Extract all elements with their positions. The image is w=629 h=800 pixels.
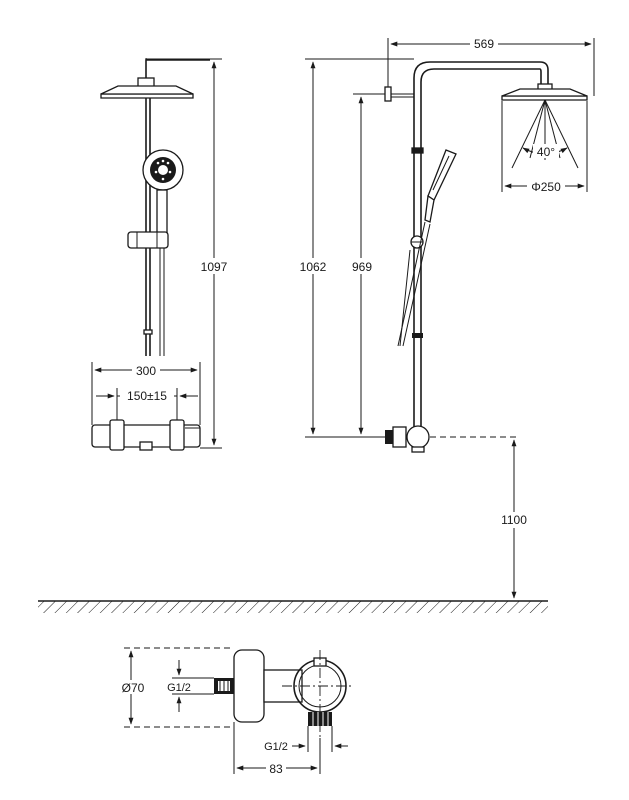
dim-spray-angle: 40° (537, 145, 555, 159)
floor (38, 600, 548, 613)
front-shower-head (100, 77, 194, 99)
detail-view: Ø70 G1/2 G1/2 83 (118, 647, 354, 776)
side-hand-shower (424, 149, 457, 223)
dim-inlet-thread: G1/2 (167, 682, 191, 694)
dim-head-diameter: Φ250 (531, 180, 561, 194)
side-mixer (385, 425, 430, 453)
dim-body-diameter: Ø70 (122, 681, 145, 695)
dim-front-width: 300 (136, 364, 156, 378)
dim-side-total-height: 1062 (300, 260, 327, 274)
dim-outlet-thread: G1/2 (264, 741, 288, 753)
front-view: 1097 300 150±15 (91, 58, 232, 451)
front-mixer (91, 419, 201, 451)
dim-body-depth: 83 (269, 762, 283, 776)
front-slider (127, 231, 169, 249)
spray-angle: 40° (511, 99, 579, 169)
front-arm (145, 59, 210, 88)
side-wall-bracket (384, 86, 414, 102)
side-rail (413, 61, 549, 432)
dim-inlet-spacing: 150±15 (127, 389, 167, 403)
side-shower-head (501, 83, 588, 101)
dim-floor-height: 1100 (501, 513, 527, 527)
side-view: 40° Φ250 569 (296, 37, 595, 599)
dim-side-rail-height: 969 (352, 260, 372, 274)
front-hand-shower (142, 149, 184, 237)
dim-front-total-height: 1097 (201, 260, 228, 274)
dim-arm-reach: 569 (474, 37, 494, 51)
